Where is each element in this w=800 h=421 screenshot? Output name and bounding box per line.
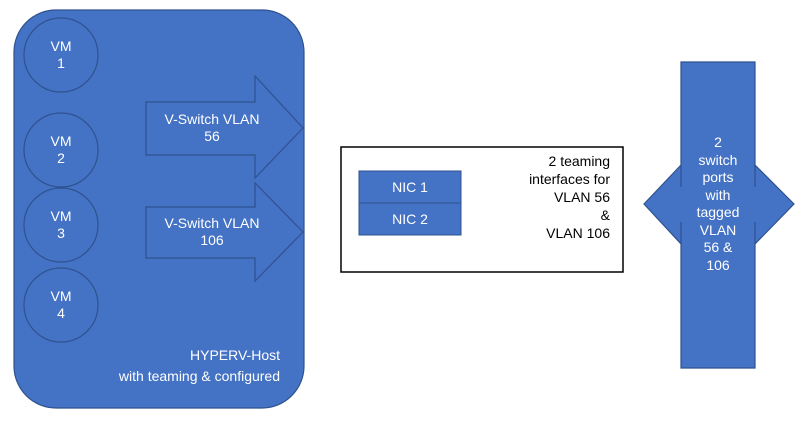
teaming-desc-line: & — [600, 207, 610, 223]
vm-label-line2: 2 — [57, 150, 65, 166]
vswitch-label-line1: V-Switch VLAN — [164, 215, 260, 231]
switch-ports-line: with — [705, 186, 731, 203]
switch-ports-line: switch — [698, 151, 738, 168]
vm-3-circle[interactable] — [23, 187, 99, 263]
vswitch-label-line2: 56 — [204, 128, 220, 144]
vswitch-106-arrow[interactable] — [145, 181, 304, 283]
switch-ports-line: tagged — [696, 204, 740, 220]
vm-2-circle[interactable] — [23, 112, 99, 188]
vm-label-line2: 1 — [57, 55, 65, 71]
vm-label-line1: VM — [50, 38, 72, 54]
vm-4-circle[interactable] — [23, 267, 99, 343]
switch-ports-line: 56 & — [703, 239, 733, 255]
switch-ports-line: VLAN — [699, 221, 737, 238]
vm-label-line1: VM — [50, 288, 72, 304]
vswitch-label-line1: V-Switch VLAN — [164, 111, 260, 127]
vm-4-label: VM 4 — [31, 288, 91, 322]
vm-2-label: VM 2 — [31, 133, 91, 167]
vswitch-106-label: V-Switch VLAN 106 — [146, 215, 278, 249]
switch-ports-line: ports — [702, 169, 734, 185]
switch-ports-line: 106 — [706, 256, 730, 273]
nic-1-box[interactable] — [358, 170, 462, 204]
vm-3-label: VM 3 — [31, 208, 91, 242]
teaming-desc-line: VLAN 106 — [546, 225, 610, 241]
vswitch-label-line2: 106 — [200, 232, 224, 248]
vm-1-circle[interactable] — [23, 17, 99, 93]
switch-ports-label: 2 switch ports with tagged VLAN 56 & 106 — [681, 134, 755, 274]
vm-label-line1: VM — [50, 208, 72, 224]
teaming-desc-line: 2 teaming — [548, 153, 610, 169]
vm-label-line1: VM — [50, 133, 72, 149]
teaming-description: 2 teaming interfaces for VLAN 56 & VLAN … — [490, 152, 610, 242]
vm-label-line2: 3 — [57, 225, 65, 241]
vm-label-line2: 4 — [57, 305, 65, 321]
teaming-desc-line: VLAN 56 — [553, 189, 610, 205]
nic-1-label: NIC 1 — [392, 179, 428, 195]
host-label-line2: with teaming & configured — [118, 368, 280, 384]
switch-ports-line: 2 — [714, 134, 722, 150]
host-label-line1: HYPERV-Host — [190, 347, 280, 363]
nic-2-label: NIC 2 — [392, 211, 428, 227]
vm-1-label: VM 1 — [31, 38, 91, 72]
switch-ports-double-arrow[interactable] — [643, 61, 795, 369]
teaming-desc-line: interfaces for — [529, 171, 610, 187]
vswitch-56-arrow[interactable] — [145, 74, 304, 180]
hyperv-host-label: HYPERV-Host with teaming & configured — [90, 345, 280, 387]
vswitch-56-label: V-Switch VLAN 56 — [146, 111, 278, 145]
nic-2-box[interactable] — [358, 202, 462, 236]
